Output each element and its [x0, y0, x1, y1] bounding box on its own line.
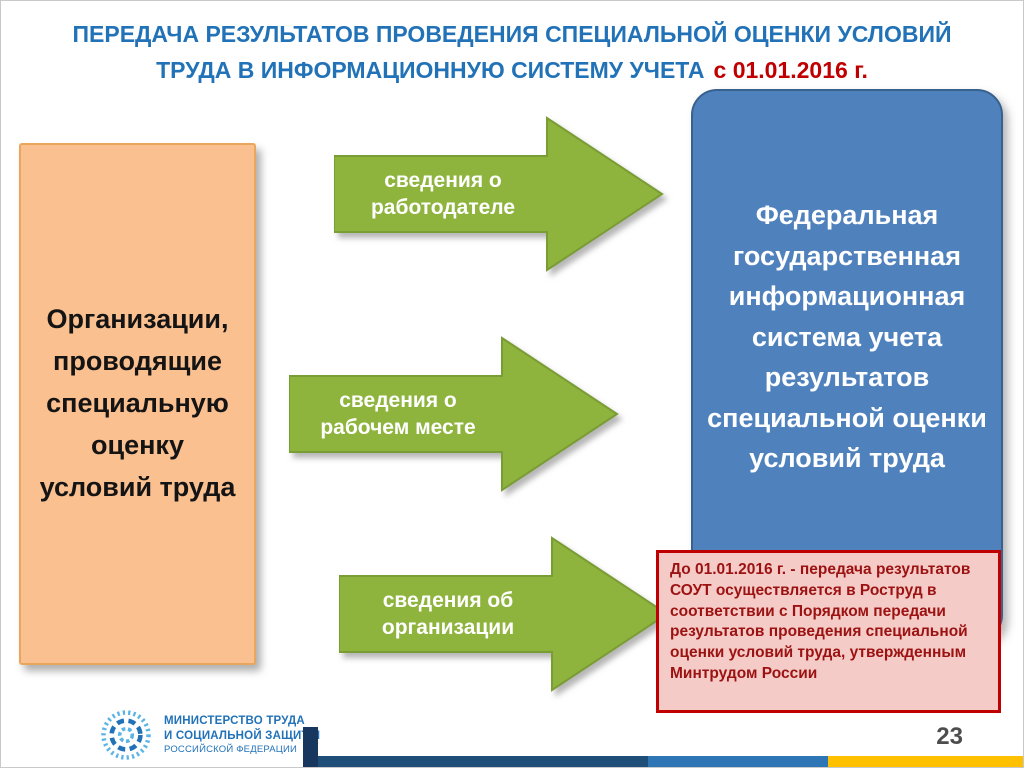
- source-organizations-box: Организации, проводящие специальную оцен…: [19, 143, 256, 665]
- title-date: с 01.01.2016 г.: [713, 56, 868, 83]
- arrow-right-icon: [288, 336, 619, 492]
- pre-2016-note-text: До 01.01.2016 г. - передача результатов …: [670, 561, 971, 682]
- ministry-name-line3: РОССИЙСКОЙ ФЕДЕРАЦИИ: [164, 743, 298, 755]
- title-main: ПЕРЕДАЧА РЕЗУЛЬТАТОВ ПРОВЕДЕНИЯ СПЕЦИАЛЬ…: [72, 21, 952, 83]
- ministry-logo-block: МИНИСТЕРСТВО ТРУДА И СОЦИАЛЬНОЙ ЗАЩИТЫ Р…: [99, 708, 320, 762]
- fgis-system-text: Федеральная государственная информационн…: [707, 200, 987, 474]
- arrow-organization-info: сведения об организации: [338, 534, 669, 694]
- arrow-employer-label: сведения о работодателе: [370, 168, 516, 219]
- page-number: 23: [936, 723, 963, 750]
- page-title: ПЕРЕДАЧА РЕЗУЛЬТАТОВ ПРОВЕДЕНИЯ СПЕЦИАЛЬ…: [46, 17, 978, 88]
- footer-stripe-yellow: [828, 756, 1023, 767]
- arrow-workplace-info: сведения о рабочем месте: [288, 334, 619, 494]
- ministry-logo-icon: [101, 710, 151, 760]
- arrow-right-icon: [338, 536, 669, 692]
- source-organizations-text: Организации, проводящие специальную оцен…: [39, 304, 236, 502]
- footer-stripe-blue: [648, 756, 828, 767]
- pre-2016-note-box: До 01.01.2016 г. - передача результатов …: [656, 550, 1001, 713]
- footer-stripe-navy: [318, 756, 648, 767]
- arrow-employer-info: сведения о работодателе: [333, 114, 664, 274]
- ministry-name-line2: И СОЦИАЛЬНОЙ ЗАЩИТЫ: [164, 729, 321, 742]
- ministry-name-line1: МИНИСТЕРСТВО ТРУДА: [164, 714, 305, 727]
- arrow-right-icon: [333, 116, 664, 272]
- arrow-workplace-label: сведения о рабочем месте: [320, 388, 476, 439]
- fgis-system-box: Федеральная государственная информационн…: [691, 89, 1003, 641]
- ministry-name: МИНИСТЕРСТВО ТРУДА И СОЦИАЛЬНОЙ ЗАЩИТЫ Р…: [164, 714, 320, 756]
- arrow-organization-label: сведения об организации: [381, 588, 515, 639]
- footer-stripe-block: [303, 727, 318, 767]
